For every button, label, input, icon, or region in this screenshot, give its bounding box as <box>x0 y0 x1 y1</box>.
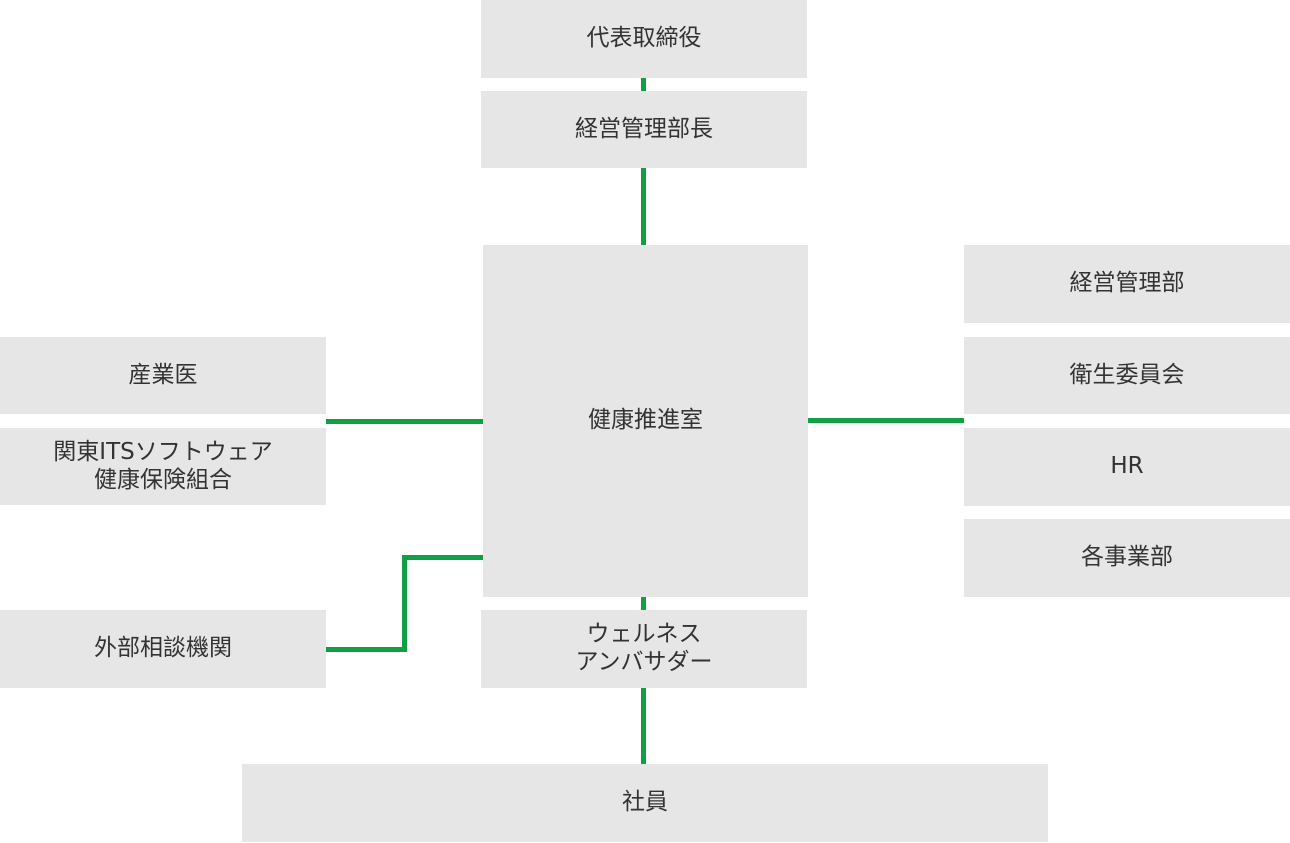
node-hr-label: HR <box>1110 453 1144 480</box>
node-health-committee: 衛生委員会 <box>964 337 1290 414</box>
connector-left-group-health-office <box>326 419 483 424</box>
node-wellness-ambassador-label: ウェルネス アンバサダー <box>575 621 713 675</box>
node-external-consult: 外部相談機関 <box>0 610 326 688</box>
connector-admin-head-health-office <box>641 168 646 245</box>
connector-external-horizontal <box>326 647 406 652</box>
node-business-units-label: 各事業部 <box>1081 544 1173 571</box>
node-wellness-ambassador: ウェルネス アンバサダー <box>481 610 807 688</box>
node-employees: 社員 <box>242 764 1048 842</box>
connector-external-to-office <box>402 555 483 560</box>
node-admin-head: 経営管理部長 <box>481 91 807 168</box>
node-admin-head-label: 経営管理部長 <box>575 115 713 142</box>
connector-ambassador-employees <box>641 688 646 764</box>
connector-health-office-ambassador <box>641 597 646 610</box>
node-business-units: 各事業部 <box>964 519 1290 597</box>
node-health-committee-label: 衛生委員会 <box>1069 361 1185 388</box>
node-external-consult-label: 外部相談機関 <box>94 635 232 662</box>
node-insurance-union-label: 関東ITSソフトウェア 健康保険組合 <box>53 438 273 493</box>
node-admin-dept-label: 経営管理部 <box>1069 270 1185 297</box>
node-ceo: 代表取締役 <box>481 0 807 78</box>
connector-ceo-admin-head <box>641 78 646 91</box>
node-ceo-label: 代表取締役 <box>586 25 702 52</box>
node-occupational-doctor: 産業医 <box>0 337 326 414</box>
node-admin-dept: 経営管理部 <box>964 245 1290 323</box>
node-hr: HR <box>964 428 1290 506</box>
connector-external-vertical <box>402 555 407 652</box>
connector-health-office-right-group <box>808 418 964 423</box>
node-insurance-union: 関東ITSソフトウェア 健康保険組合 <box>0 428 326 505</box>
node-health-office-label: 健康推進室 <box>588 407 703 434</box>
node-health-office: 健康推進室 <box>483 245 808 597</box>
node-occupational-doctor-label: 産業医 <box>128 361 198 388</box>
node-employees-label: 社員 <box>622 789 668 816</box>
